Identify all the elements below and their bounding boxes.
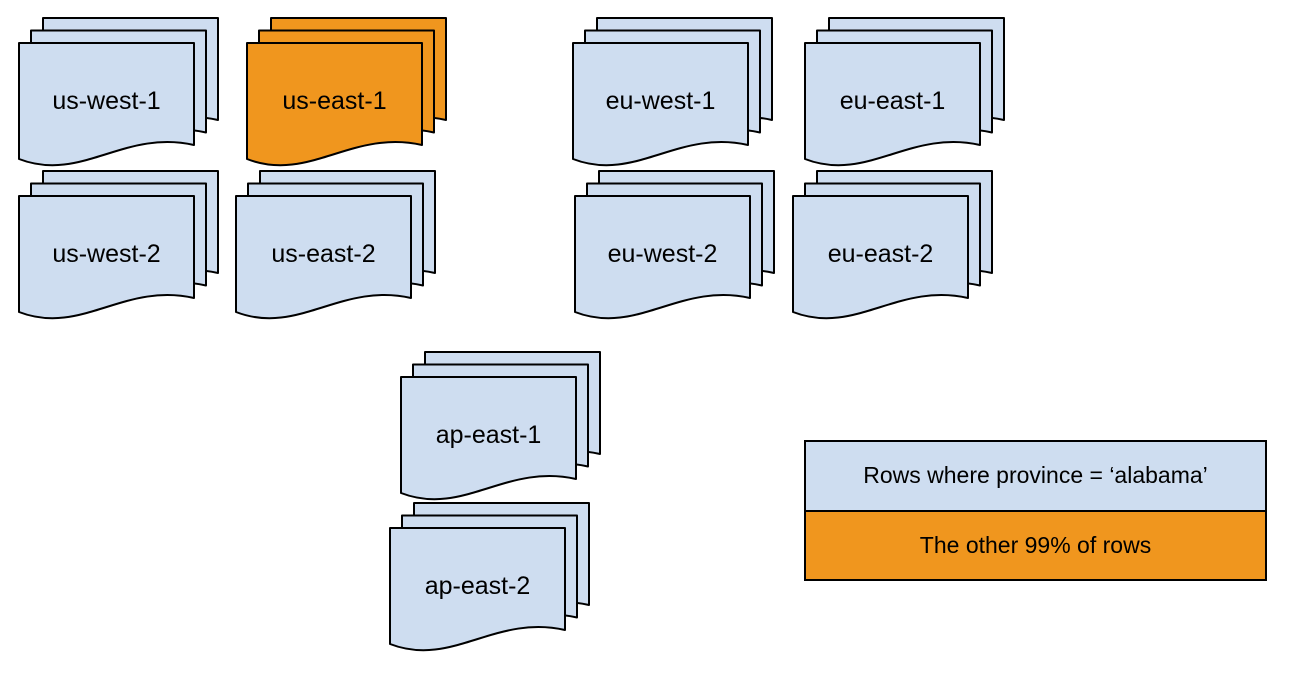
legend-item-province-rows: Rows where province = ‘alabama’ xyxy=(806,442,1265,510)
region-label: eu-west-2 xyxy=(608,240,718,268)
region-label: us-west-2 xyxy=(52,240,160,268)
region-stack-ap-east-1: ap-east-1 xyxy=(400,351,601,501)
region-label: eu-west-1 xyxy=(606,87,716,115)
legend-item-label: Rows where province = ‘alabama’ xyxy=(863,462,1208,489)
legend-item-other-rows: The other 99% of rows xyxy=(806,509,1265,579)
region-stack-eu-west-2: eu-west-2 xyxy=(574,170,775,320)
region-label: us-east-2 xyxy=(271,240,375,268)
region-label: eu-east-2 xyxy=(828,240,934,268)
region-stack-eu-east-1: eu-east-1 xyxy=(804,17,1005,167)
region-label: ap-east-1 xyxy=(436,421,542,449)
region-stack-us-east-2: us-east-2 xyxy=(235,170,436,320)
region-label: us-west-1 xyxy=(52,87,160,115)
legend: Rows where province = ‘alabama’ The othe… xyxy=(804,440,1267,581)
region-stack-eu-west-1: eu-west-1 xyxy=(572,17,773,167)
region-stack-us-east-1: us-east-1 xyxy=(246,17,447,167)
legend-item-label: The other 99% of rows xyxy=(919,531,1152,558)
region-stack-eu-east-2: eu-east-2 xyxy=(792,170,993,320)
region-stack-ap-east-2: ap-east-2 xyxy=(389,502,590,652)
region-stack-us-west-1: us-west-1 xyxy=(18,17,219,167)
region-label: us-east-1 xyxy=(282,87,386,115)
region-label: eu-east-1 xyxy=(840,87,946,115)
region-stack-us-west-2: us-west-2 xyxy=(18,170,219,320)
region-label: ap-east-2 xyxy=(425,572,531,600)
